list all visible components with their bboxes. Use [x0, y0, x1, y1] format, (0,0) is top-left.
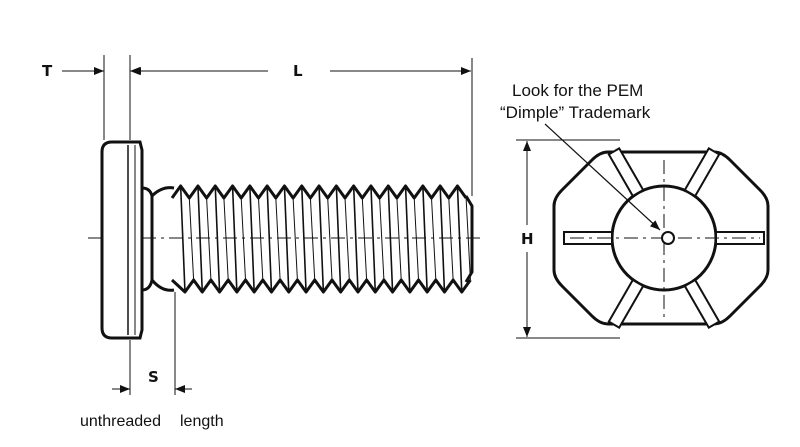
- callout-line-2: “Dimple” Trademark: [500, 103, 651, 122]
- undercut-neck: [141, 186, 154, 292]
- thread-crest-line: [249, 185, 255, 293]
- rib-body: [683, 147, 721, 198]
- side-view: [88, 140, 480, 340]
- thread-root-line: [327, 197, 333, 281]
- callout-leader: [544, 123, 661, 231]
- caption-length: length: [180, 413, 224, 430]
- thread-crest-line: [370, 185, 377, 293]
- h-dimension: [516, 139, 620, 339]
- thread-root-line: [413, 197, 420, 281]
- rib-body: [683, 278, 721, 329]
- thread-crest-line: [318, 185, 325, 293]
- thread-crest-line: [422, 185, 428, 293]
- dimension-lines: [62, 55, 473, 395]
- rib: [683, 147, 721, 198]
- rib: [683, 278, 721, 329]
- thread-crest-line: [231, 185, 238, 293]
- thread-top-edge: [170, 184, 468, 200]
- thread-root-line: [292, 197, 298, 281]
- thread-root-line: [396, 197, 402, 281]
- thread-crest-line: [456, 185, 463, 293]
- callout-line-1: Look for the PEM: [512, 81, 643, 100]
- dim-label-t: T: [42, 62, 53, 80]
- thread-root-line: [188, 197, 195, 281]
- thread-crest-line: [404, 185, 411, 293]
- thread-root-line: [206, 197, 212, 281]
- thread-crest-line: [179, 185, 186, 293]
- thread-crest-line: [335, 185, 342, 293]
- thread-root-line: [379, 197, 385, 281]
- thread-root-line: [465, 197, 471, 281]
- thread-root-line: [361, 197, 368, 281]
- rib-body: [607, 147, 645, 198]
- thread-root-line: [431, 197, 437, 281]
- thread-bottom-edge: [170, 278, 472, 294]
- thread-crest-line: [214, 185, 221, 293]
- thread-root-line: [448, 197, 454, 281]
- caption-unthreaded: unthreaded: [80, 413, 161, 430]
- dim-label-l: L: [293, 62, 303, 80]
- thread-crest-line: [439, 185, 446, 293]
- thread-root-line: [344, 197, 350, 281]
- thread-crest-line: [387, 185, 394, 293]
- thread-crest-line: [300, 185, 307, 293]
- dim-label-s: S: [148, 368, 159, 386]
- rib: [607, 278, 645, 329]
- thread-root-line: [275, 197, 281, 281]
- thread-crest-line: [266, 185, 273, 293]
- end-view: [552, 147, 770, 329]
- thread-root-line: [223, 197, 229, 281]
- thread-crest-line: [283, 185, 290, 293]
- thread-end: [464, 195, 474, 283]
- rib-body: [563, 231, 613, 245]
- shank-transition: [150, 186, 175, 292]
- dim-label-h: H: [521, 230, 534, 248]
- rib-body: [607, 278, 645, 329]
- thread-root-line: [309, 197, 316, 281]
- thread-root-line: [240, 197, 247, 281]
- thread-profile: [170, 184, 472, 294]
- rib: [563, 231, 613, 245]
- thread-crest-line: [197, 185, 204, 293]
- thread-root-line: [258, 197, 264, 281]
- stud-head: [100, 140, 144, 340]
- pem-dimple-mark: [661, 231, 675, 245]
- thread-crest-line: [352, 185, 359, 293]
- rib: [607, 147, 645, 198]
